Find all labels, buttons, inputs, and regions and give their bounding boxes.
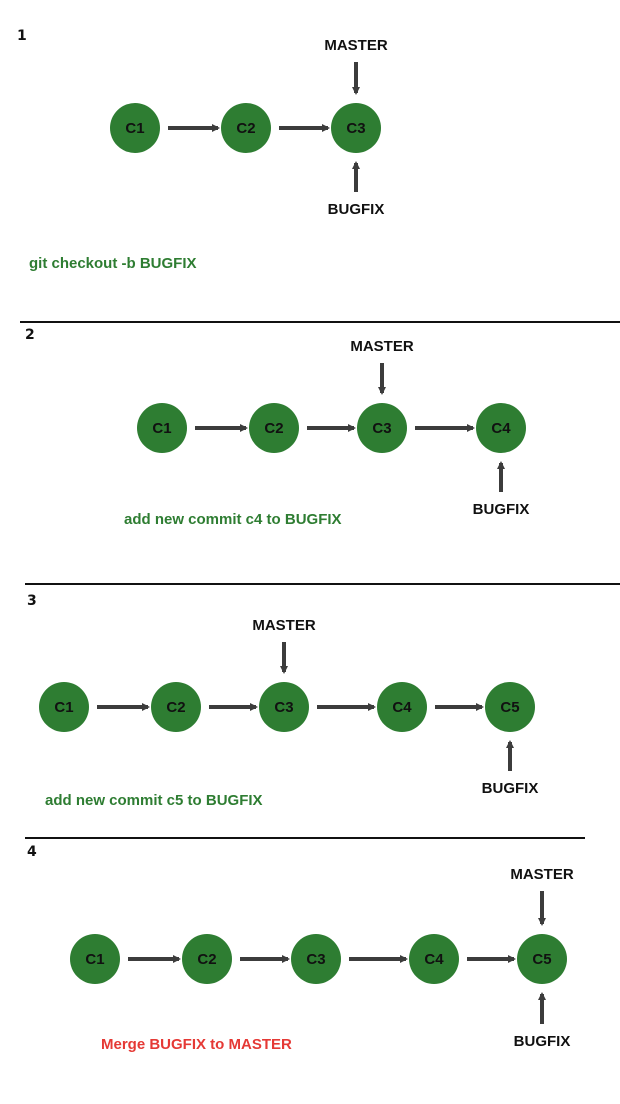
commit-label: C2: [236, 120, 255, 137]
commit-label: C5: [532, 951, 551, 968]
commit-label: C2: [197, 951, 216, 968]
panel-number: 2: [25, 327, 35, 343]
commit-node: [221, 103, 271, 153]
commit-label: C3: [274, 699, 293, 716]
commit-node: [476, 403, 526, 453]
commit-node: [249, 403, 299, 453]
commit-node: [331, 103, 381, 153]
bugfix-label: BUGFIX: [328, 201, 385, 218]
commit-label: C1: [152, 420, 171, 437]
commit-label: C1: [125, 120, 144, 137]
master-label: MASTER: [350, 338, 414, 355]
commit-node: [291, 934, 341, 984]
panel-number: 1: [17, 28, 27, 44]
commit-label: C4: [392, 699, 412, 716]
master-label: MASTER: [252, 617, 316, 634]
panel-number: 3: [27, 593, 37, 609]
master-label: MASTER: [510, 866, 574, 883]
panel-1-graph: C1 C2 C3 MASTER BUGFIX: [110, 37, 388, 218]
commit-label: C4: [491, 420, 511, 437]
commit-node: [151, 682, 201, 732]
commit-node: [182, 934, 232, 984]
bugfix-label: BUGFIX: [514, 1033, 571, 1050]
bugfix-label: BUGFIX: [473, 501, 530, 518]
commit-node: [357, 403, 407, 453]
panel-3-graph: C1 C2 C3 C4 C5 MASTER BUGFIX: [39, 617, 538, 797]
commit-node: [485, 682, 535, 732]
commit-node: [517, 934, 567, 984]
commit-label: C3: [306, 951, 325, 968]
commit-node: [137, 403, 187, 453]
commit-label: C5: [500, 699, 519, 716]
panel-caption: add new commit c4 to BUGFIX: [124, 511, 342, 528]
commit-node: [409, 934, 459, 984]
bugfix-label: BUGFIX: [482, 780, 539, 797]
panel-caption: add new commit c5 to BUGFIX: [45, 792, 263, 809]
commit-label: C1: [54, 699, 73, 716]
panel-caption: Merge BUGFIX to MASTER: [101, 1036, 292, 1053]
panel-number: 4: [27, 844, 37, 860]
commit-label: C2: [166, 699, 185, 716]
commit-label: C3: [346, 120, 365, 137]
panel-4-graph: C1 C2 C3 C4 C5 MASTER BUGFIX: [70, 866, 574, 1050]
master-label: MASTER: [324, 37, 388, 54]
panel-2-graph: C1 C2 C3 C4 MASTER BUGFIX: [137, 338, 529, 518]
commit-node: [377, 682, 427, 732]
commit-label: C3: [372, 420, 391, 437]
commit-label: C4: [424, 951, 444, 968]
commit-node: [39, 682, 89, 732]
commit-node: [110, 103, 160, 153]
commit-node: [70, 934, 120, 984]
commit-label: C1: [85, 951, 104, 968]
panel-caption: git checkout -b BUGFIX: [29, 255, 197, 272]
commit-label: C2: [264, 420, 283, 437]
commit-node: [259, 682, 309, 732]
